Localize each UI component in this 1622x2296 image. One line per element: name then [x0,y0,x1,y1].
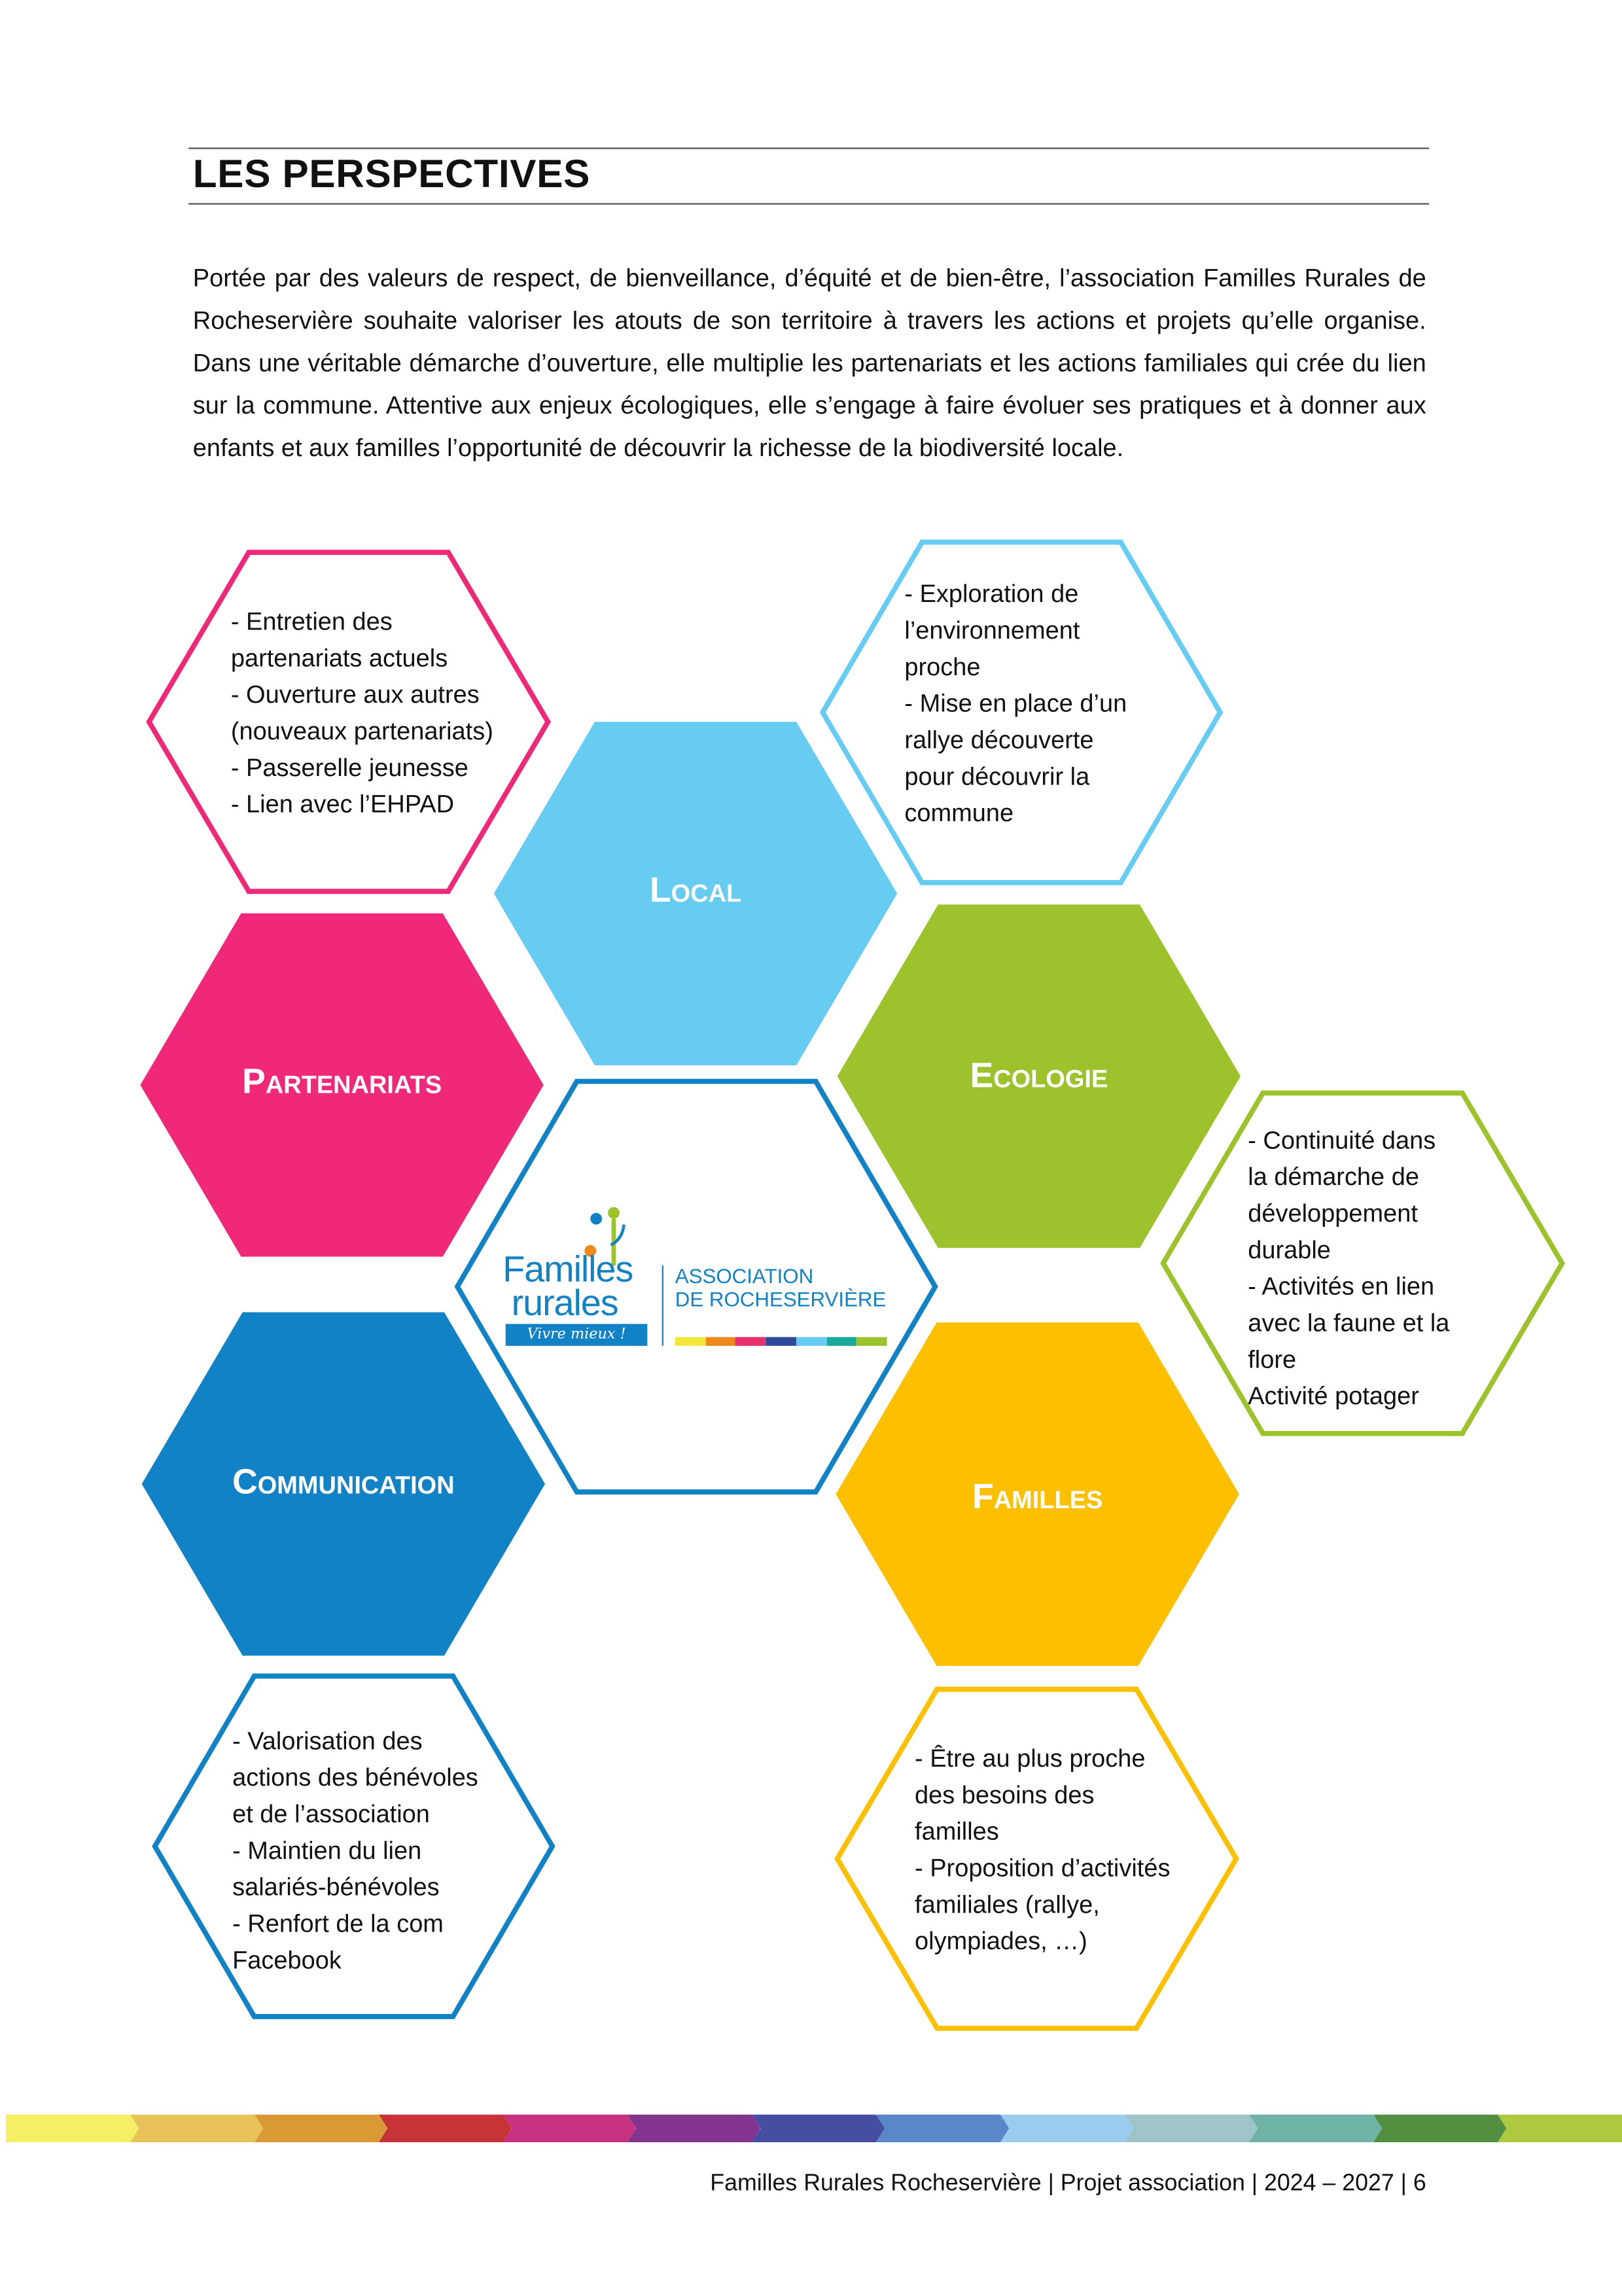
hex-familles [836,1322,1239,1666]
logo-color-stripe [675,1337,887,1346]
heading-rule-bottom [188,203,1430,205]
hex-partenariats [140,913,544,1257]
logo-assoc-line1: ASSOCIATION [675,1263,814,1288]
hex-outline-partenariats [146,550,552,894]
hex-text-local: - Exploration de l’environnement proche … [904,580,1127,828]
hex-title-local: Local [649,871,742,911]
logo-stripe-segment [675,1337,706,1346]
hex-text-communication: - Valorisation des actions des bénévoles… [232,1727,478,1975]
logo-stripe-segment [796,1337,827,1346]
logo-stripe-segment [735,1337,766,1346]
page-footer: Familles Rurales Rocheservière | Projet … [710,2171,1426,2197]
stripe-segment [379,2115,512,2142]
stripe-segment [1249,2115,1382,2142]
page-title: LES PERSPECTIVES [192,152,590,196]
logo-tagline: Vivre mieux ! [505,1324,648,1346]
stripe-segment [627,2115,760,2142]
hex-communication [141,1312,546,1656]
hex-text-ecologie: - Continuité dans la démarche de dévelop… [1248,1126,1450,1411]
hex-title-ecologie: Ecologie [970,1056,1108,1096]
stripe-segment [6,2115,139,2142]
stripe-segment [876,2115,1009,2142]
hex-outline-communication [152,1673,555,2019]
stripe-segment [1373,2115,1506,2142]
familles-rurales-logo: Familles rurales Vivre mieux ! ASSOCIATI… [500,1207,894,1353]
stripe-segment [1125,2115,1258,2142]
stripe-segment [503,2115,636,2142]
hex-text-partenariats: - Entretien des partenariats actuels - O… [230,608,493,819]
logo-wordmark-rurales: rurales [511,1282,619,1324]
heading-rule-top [188,147,1430,149]
hex-outline-familles [834,1686,1239,2031]
hex-title-communication: Communication [232,1462,455,1502]
stripe-segment [1497,2114,1622,2143]
hex-center-logo [454,1078,938,1495]
stripe-segment [255,2115,387,2142]
intro-paragraph: Portée par des valeurs de respect, de bi… [192,264,1426,462]
hex-outline-ecologie [1160,1090,1565,1436]
logo-stripe-segment [856,1337,887,1346]
stripe-segment [1000,2115,1133,2142]
logo-divider [661,1265,663,1346]
stripe-segment [130,2115,263,2142]
hex-ecologie [837,904,1241,1248]
hex-text-familles: - Être au plus proche des besoins des fa… [915,1744,1171,1956]
logo-stripe-segment [826,1337,857,1346]
hex-title-familles: Familles [972,1477,1103,1517]
logo-stripe-segment [705,1337,736,1346]
hex-outline-local [819,539,1224,885]
logo-wordmark-familles: Familles [502,1249,633,1291]
logo-figures-icon [584,1207,626,1266]
logo-assoc-line2: DE ROCHESERVIÈRE [675,1287,887,1311]
stripe-segment [752,2115,885,2142]
logo-stripe-segment [766,1337,796,1346]
hex-title-partenariats: Partenariats [242,1062,442,1102]
hex-local [493,722,898,1066]
